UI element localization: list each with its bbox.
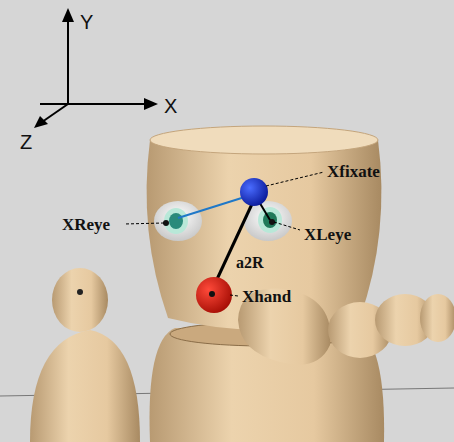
axis-label: Y — [80, 12, 93, 32]
point-label: Xfixate — [327, 163, 380, 180]
point-label: Xhand — [242, 288, 291, 305]
axis-label: X — [164, 96, 177, 116]
axis-label: Z — [20, 132, 32, 152]
point-label: XReye — [62, 216, 110, 233]
point-label: XLeye — [304, 226, 351, 243]
vector-label: a2R — [236, 255, 264, 271]
